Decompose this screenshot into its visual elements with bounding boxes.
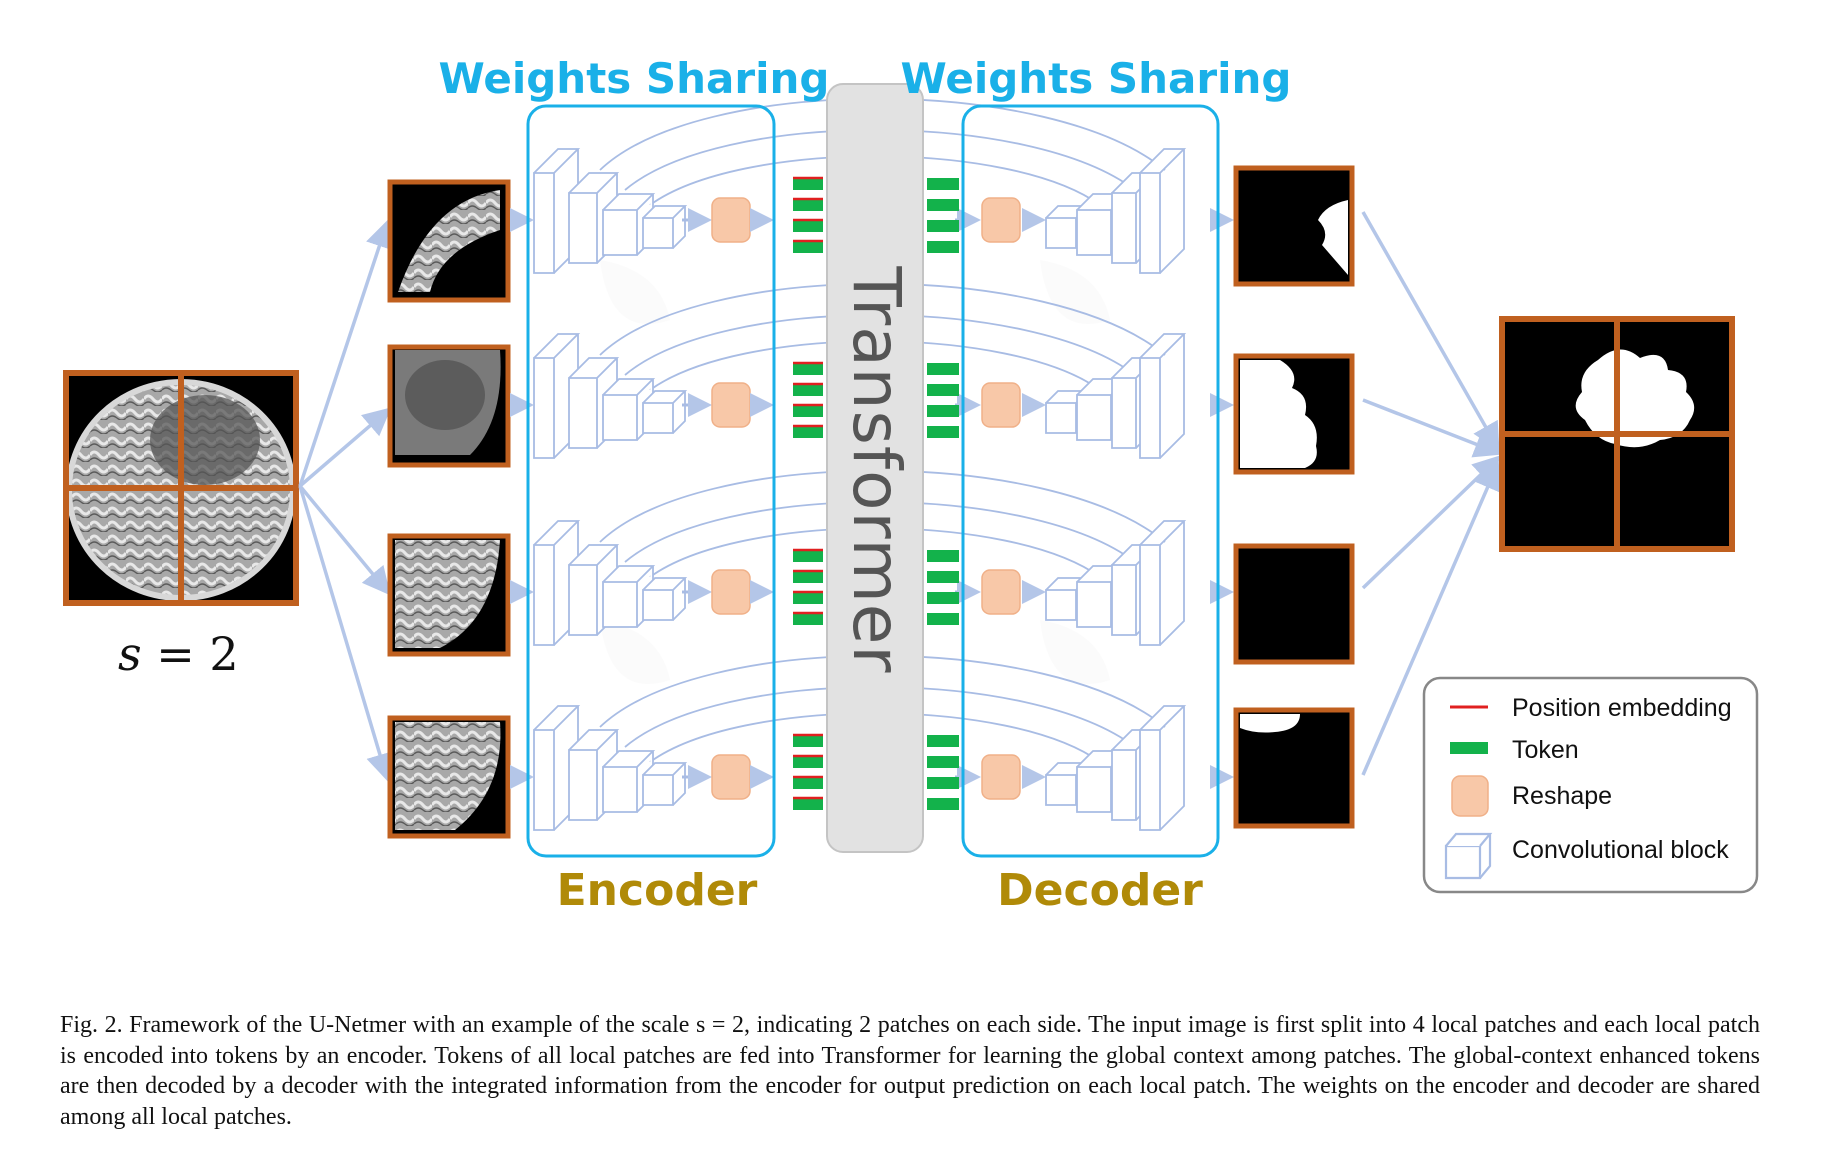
decoder-reshape (981, 197, 1021, 243)
input-patch-1 (387, 179, 511, 303)
encoder-token (793, 613, 823, 625)
encoder-token (793, 384, 823, 396)
reshape-icon (1451, 775, 1489, 817)
encoder-label: Encoder (557, 865, 758, 916)
scale-label: s = 2 (118, 627, 239, 681)
row-4 (510, 654, 1234, 831)
decoder-reshape (981, 754, 1021, 800)
input-patch-3 (387, 533, 511, 657)
legend-position-embedding: Position embedding (1512, 694, 1732, 722)
token-stack-row-2 (793, 361, 959, 438)
decoder-conv-block-4 (1139, 705, 1187, 831)
token-stack-row-4 (793, 733, 959, 810)
decoder-reshape (981, 569, 1021, 615)
encoder-reshape (711, 754, 751, 800)
decoder-token (927, 756, 959, 768)
encoder-conv-block-4 (642, 390, 688, 434)
token-stack-row-1 (793, 176, 959, 253)
decoder-label: Decoder (997, 865, 1203, 916)
legend-convolutional-block: Convolutional block (1512, 836, 1729, 864)
row-2 (510, 282, 1234, 459)
token-stacks (793, 176, 959, 810)
decoder-token (927, 613, 959, 625)
decoder-token (927, 550, 959, 562)
decoder-token (927, 178, 959, 190)
encoder-token (793, 735, 823, 747)
encoder-box (526, 104, 776, 858)
input-patch-2 (387, 344, 511, 468)
input-patch-4 (387, 715, 511, 839)
decoder-token (927, 777, 959, 789)
encoder-token (793, 178, 823, 190)
merged-output-image (1499, 316, 1735, 552)
encoder-token (793, 220, 823, 232)
network-rows (510, 97, 1234, 831)
weights-sharing-right-label: Weights Sharing (901, 54, 1292, 103)
decoder-token (927, 735, 959, 747)
encoder-conv-block-4 (642, 577, 688, 621)
decoder-reshape (981, 382, 1021, 428)
decoder-token (927, 363, 959, 375)
decoder-conv-block-4 (1139, 148, 1187, 274)
token-icon (1450, 742, 1488, 754)
output-patch-1 (1233, 165, 1355, 287)
legend-reshape: Reshape (1512, 782, 1612, 810)
output-patch-2 (1233, 353, 1355, 475)
legend-token: Token (1512, 736, 1579, 764)
encoder-token (793, 241, 823, 253)
encoder-reshape (711, 569, 751, 615)
transformer-block: Transformer (826, 83, 924, 853)
encoder-reshape (711, 197, 751, 243)
decoder-token (927, 426, 959, 438)
decoder-box (961, 104, 1220, 858)
decoder-token (927, 384, 959, 396)
decoder-conv-block-4 (1139, 333, 1187, 459)
encoder-conv-block-1 (533, 148, 581, 274)
legend: Position embedding Token Reshape Convolu… (1422, 676, 1759, 894)
framework-figure: s = 2 Transformer Weig (63, 54, 1759, 916)
encoder-token (793, 756, 823, 768)
encoder-token (793, 363, 823, 375)
decoder-token (927, 571, 959, 583)
decoder-token (927, 220, 959, 232)
encoder-token (793, 426, 823, 438)
figure-caption: Fig. 2. Framework of the U-Netmer with a… (60, 1012, 1760, 1130)
row-3 (510, 469, 1234, 646)
token-stack-row-3 (793, 548, 959, 625)
convolutional-block-icon (1444, 832, 1493, 880)
encoder-token (793, 405, 823, 417)
encoder-token (793, 571, 823, 583)
encoder-token (793, 592, 823, 604)
merge-arrows (1361, 211, 1503, 776)
encoder-conv-block-4 (642, 205, 688, 249)
encoder-token (793, 199, 823, 211)
transformer-label: Transformer (838, 265, 915, 673)
row-1 (510, 97, 1234, 274)
decoder-token (927, 199, 959, 211)
encoder-reshape (711, 382, 751, 428)
decoder-token (927, 592, 959, 604)
decoder-conv-block-4 (1139, 520, 1187, 646)
decoder-token (927, 405, 959, 417)
input-image (63, 370, 299, 606)
input-split-arrows (298, 219, 394, 782)
decoder-token (927, 241, 959, 253)
encoder-conv-block-4 (642, 762, 688, 806)
encoder-token (793, 550, 823, 562)
decoder-token (927, 798, 959, 810)
faint-background-marks (600, 260, 1110, 684)
encoder-token (793, 798, 823, 810)
output-patch-4 (1233, 707, 1355, 829)
encoder-token (793, 777, 823, 789)
output-patch-3 (1233, 543, 1355, 665)
weights-sharing-left-label: Weights Sharing (439, 54, 830, 103)
